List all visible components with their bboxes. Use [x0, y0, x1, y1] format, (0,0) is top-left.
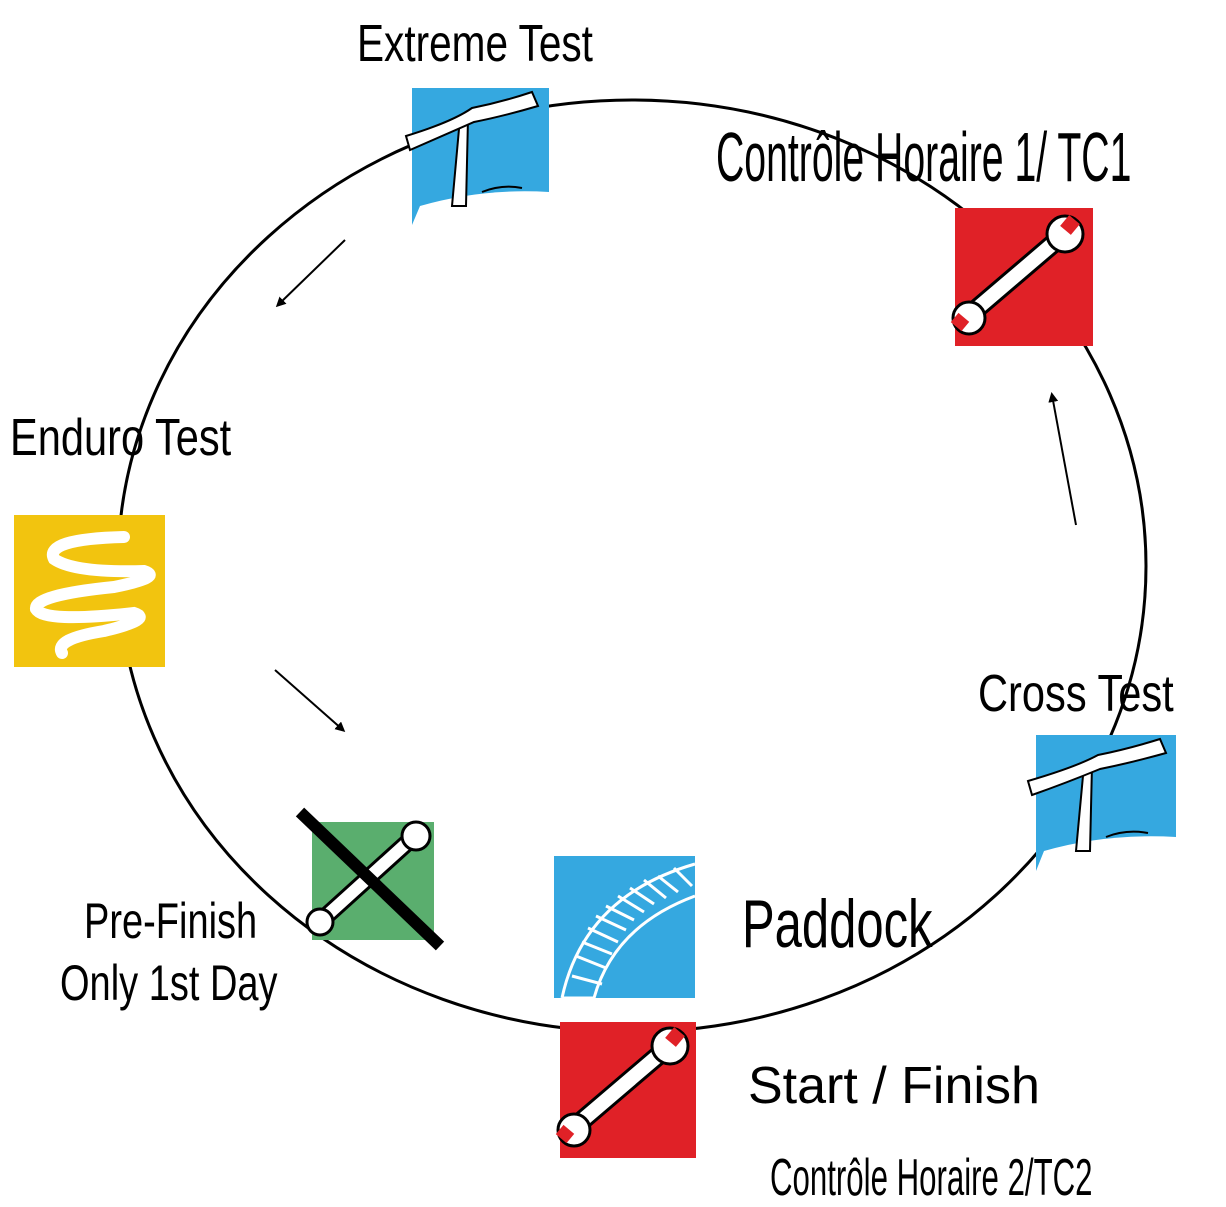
- wrench-icon: [555, 1026, 690, 1148]
- flag-marker-icon: [404, 90, 549, 225]
- extreme-test-box: [404, 88, 549, 225]
- winding-trail-icon: [30, 531, 156, 659]
- pre-finish-sublabel: Only 1st Day: [60, 955, 278, 1011]
- flag-marker-icon: [1026, 737, 1176, 871]
- paddock-net-icon: [560, 862, 696, 1000]
- cross-test-box: [1026, 735, 1176, 871]
- pre-finish-box: [295, 807, 445, 951]
- enduro-test-label: Enduro Test: [10, 409, 232, 467]
- start-finish-box: [555, 1022, 696, 1158]
- arrow-down-left: [275, 239, 346, 308]
- cross-test-label: Cross Test: [978, 665, 1174, 723]
- start-finish-label: Start / Finish: [748, 1057, 1040, 1115]
- paddock-box: [554, 856, 696, 1000]
- enduro-test-box: [14, 515, 165, 667]
- arrow-down-right: [274, 669, 346, 732]
- paddock-label: Paddock: [742, 886, 933, 962]
- tc1-label: Contrôle Horaire 1/ TC1: [716, 118, 1132, 196]
- wrench-icon: [950, 214, 1085, 336]
- pre-finish-label: Pre-Finish: [84, 893, 258, 949]
- extreme-test-label: Extreme Test: [357, 15, 593, 73]
- crossed-wrench-icon: [295, 807, 445, 951]
- arrow-up: [1048, 392, 1077, 526]
- tc2-label: Contrôle Horaire 2/TC2: [770, 1149, 1093, 1207]
- tc1-box: [950, 208, 1093, 346]
